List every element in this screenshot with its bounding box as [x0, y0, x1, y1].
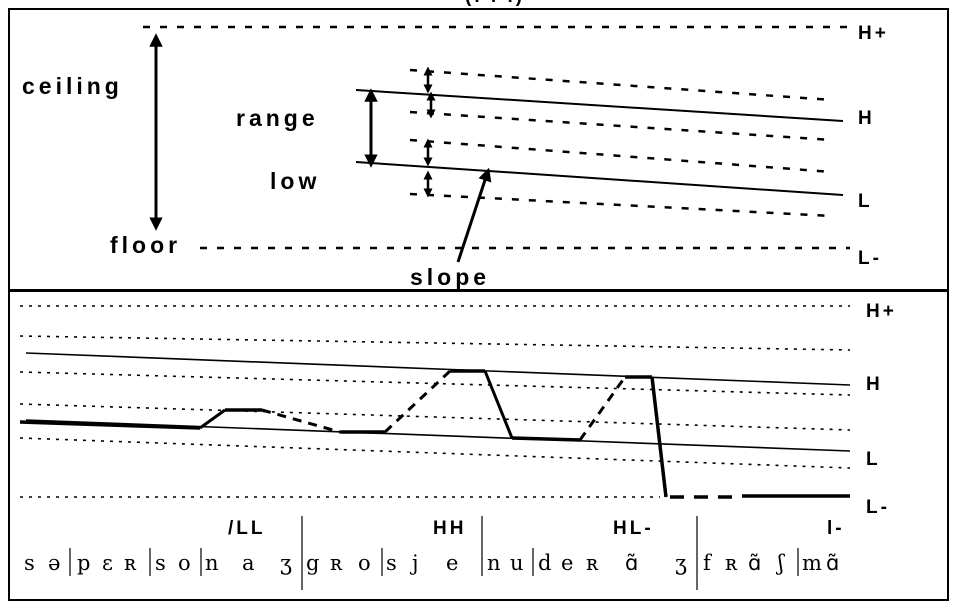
- segment: ʀ: [124, 551, 137, 575]
- segment: ə: [48, 551, 60, 575]
- segment: ʒ: [280, 551, 292, 575]
- header-fragment: (. . .): [465, 0, 525, 7]
- slope-label: slope: [410, 264, 490, 290]
- segment: ʀ: [330, 551, 343, 575]
- contour-interpolation: [483, 370, 514, 439]
- high-line: [355, 89, 844, 122]
- tone-label: HL-: [613, 518, 654, 539]
- segment: g: [306, 551, 319, 575]
- segment: o: [178, 551, 191, 575]
- phonetic-transcription: s ə p ɛ ʀ s o n a ʒ g ʀ o s j e n u d e …: [24, 551, 839, 575]
- segment: n: [205, 551, 219, 575]
- bottom-dotted-line-4: [19, 437, 851, 469]
- top-level-l: L: [858, 191, 873, 212]
- segment: ʃ: [775, 551, 785, 575]
- segment: ʀ: [586, 551, 599, 575]
- bottom-dotted-line-1: [19, 335, 851, 351]
- segment: m: [802, 551, 822, 575]
- segment: e: [561, 551, 573, 575]
- top-level-h-plus: H+: [858, 23, 889, 44]
- bottom-dotted-line-3: [19, 403, 851, 431]
- segment: a: [242, 551, 255, 575]
- contour-interpolation: [199, 408, 226, 430]
- ceiling-label: ceiling: [22, 73, 123, 99]
- segment: ɑ̃: [625, 551, 638, 575]
- segment: u: [510, 551, 524, 575]
- segment: e: [446, 551, 458, 575]
- slope-pointer-arrow: [456, 167, 492, 263]
- top-level-h: H: [858, 108, 875, 129]
- contour-interpolation: [578, 376, 627, 441]
- floor-label: floor: [110, 232, 181, 258]
- contour-segment: [511, 436, 581, 442]
- bottom-high-line: [25, 352, 851, 386]
- tone-label: /LL: [228, 518, 266, 539]
- tone-label: l-: [827, 518, 845, 539]
- range-label: range: [236, 105, 319, 131]
- bottom-panel-frame: [8, 290, 949, 601]
- syllable-boundaries: [69, 516, 799, 590]
- top-level-l-minus: L-: [858, 248, 882, 269]
- bottom-level-l-minus: L-: [866, 497, 890, 518]
- top-panel: (. . .) ceiling floor range low slope H+…: [8, 0, 949, 291]
- segment: ɛ: [102, 551, 113, 575]
- bottom-level-h-plus: H+: [866, 301, 897, 322]
- low-line: [355, 161, 844, 196]
- upper-dashed-line-1: [409, 68, 833, 102]
- segment: ɑ̃: [748, 551, 761, 575]
- contour-segment: [19, 420, 201, 430]
- segment: ʒ: [675, 551, 687, 575]
- pitch-contour: [19, 369, 850, 499]
- low-label: low: [270, 168, 320, 194]
- contour-interpolation: [261, 408, 341, 434]
- segment: f: [703, 551, 713, 575]
- segment: n: [487, 551, 501, 575]
- segment: s: [155, 551, 166, 575]
- bottom-panel: H+ H L L- /LL HH HL- l- s ə p ɛ ʀ s: [8, 290, 949, 601]
- segment: d: [538, 551, 551, 575]
- contour-fall: [650, 376, 668, 498]
- upper-dashed-line-2: [409, 110, 833, 142]
- contour-interpolation: [383, 369, 452, 434]
- bottom-level-l: L: [866, 449, 881, 470]
- segment: ɑ̃: [826, 551, 839, 575]
- segment: o: [358, 551, 371, 575]
- segment: p: [77, 551, 90, 575]
- lower-dashed-line-1: [409, 138, 833, 174]
- segment: s: [386, 551, 397, 575]
- tone-label: HH: [433, 518, 466, 539]
- segment: j: [409, 551, 419, 575]
- segment: ʀ: [725, 551, 738, 575]
- bottom-level-h: H: [866, 374, 883, 395]
- segment: s: [24, 551, 35, 575]
